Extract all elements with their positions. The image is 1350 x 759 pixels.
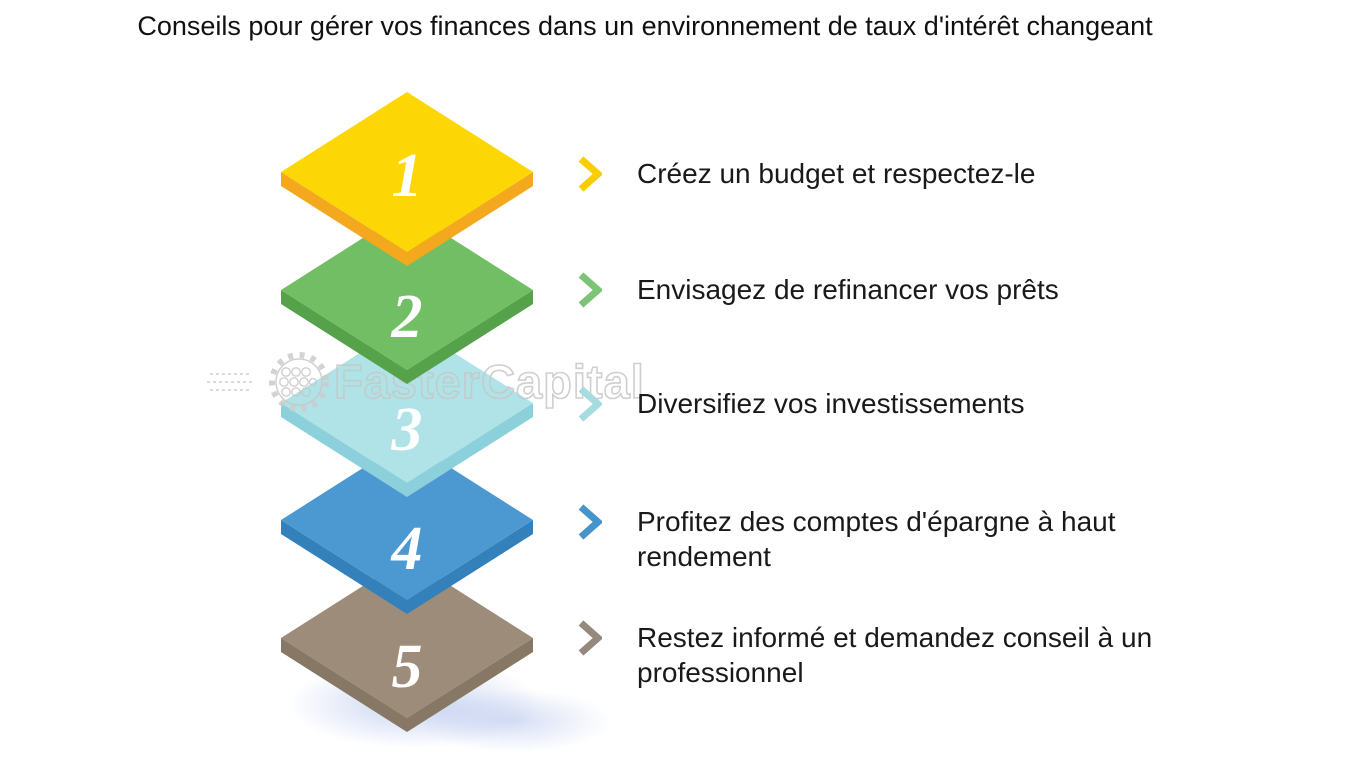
chevron-right-icon	[578, 156, 602, 192]
step-label: Profitez des comptes d'épargne à haut re…	[637, 506, 1116, 572]
diamond-shape-5	[281, 558, 533, 732]
step-label: Envisagez de refinancer vos prêts	[637, 274, 1059, 305]
diamond-shape-1	[281, 92, 533, 266]
step-label: Restez informé et demandez conseil à un …	[637, 622, 1153, 688]
step-row-4: Profitez des comptes d'épargne à haut re…	[578, 504, 1237, 574]
step-label: Diversifiez vos investissements	[637, 388, 1025, 419]
step-number: 5	[391, 633, 423, 701]
step-row-3: Diversifiez vos investissements	[578, 386, 1024, 422]
diamond-layer-1: 1	[281, 92, 533, 266]
diamond-shape-2	[281, 210, 533, 384]
step-number: 3	[391, 396, 423, 464]
step-number: 1	[391, 142, 423, 210]
chevron-right-icon	[578, 272, 602, 308]
diamond-shape-4	[281, 440, 533, 614]
diamond-layer-4: 4	[281, 440, 533, 614]
page-title: Conseils pour gérer vos finances dans un…	[137, 11, 1153, 41]
diamond-layer-2: 2	[281, 210, 533, 384]
step-label: Créez un budget et respectez-le	[637, 158, 1036, 189]
chevron-right-icon	[578, 620, 602, 656]
step-row-1: Créez un budget et respectez-le	[578, 156, 1035, 192]
step-number: 2	[391, 283, 423, 351]
diamond-layer-5: 5	[281, 558, 533, 732]
chevron-right-icon	[578, 504, 602, 540]
diamond-layer-3: 3	[281, 323, 533, 497]
diamond-shape-3	[281, 323, 533, 497]
chevron-right-icon	[578, 386, 602, 422]
step-number: 4	[391, 515, 423, 583]
step-row-2: Envisagez de refinancer vos prêts	[578, 272, 1059, 308]
step-row-5: Restez informé et demandez conseil à un …	[578, 620, 1237, 690]
